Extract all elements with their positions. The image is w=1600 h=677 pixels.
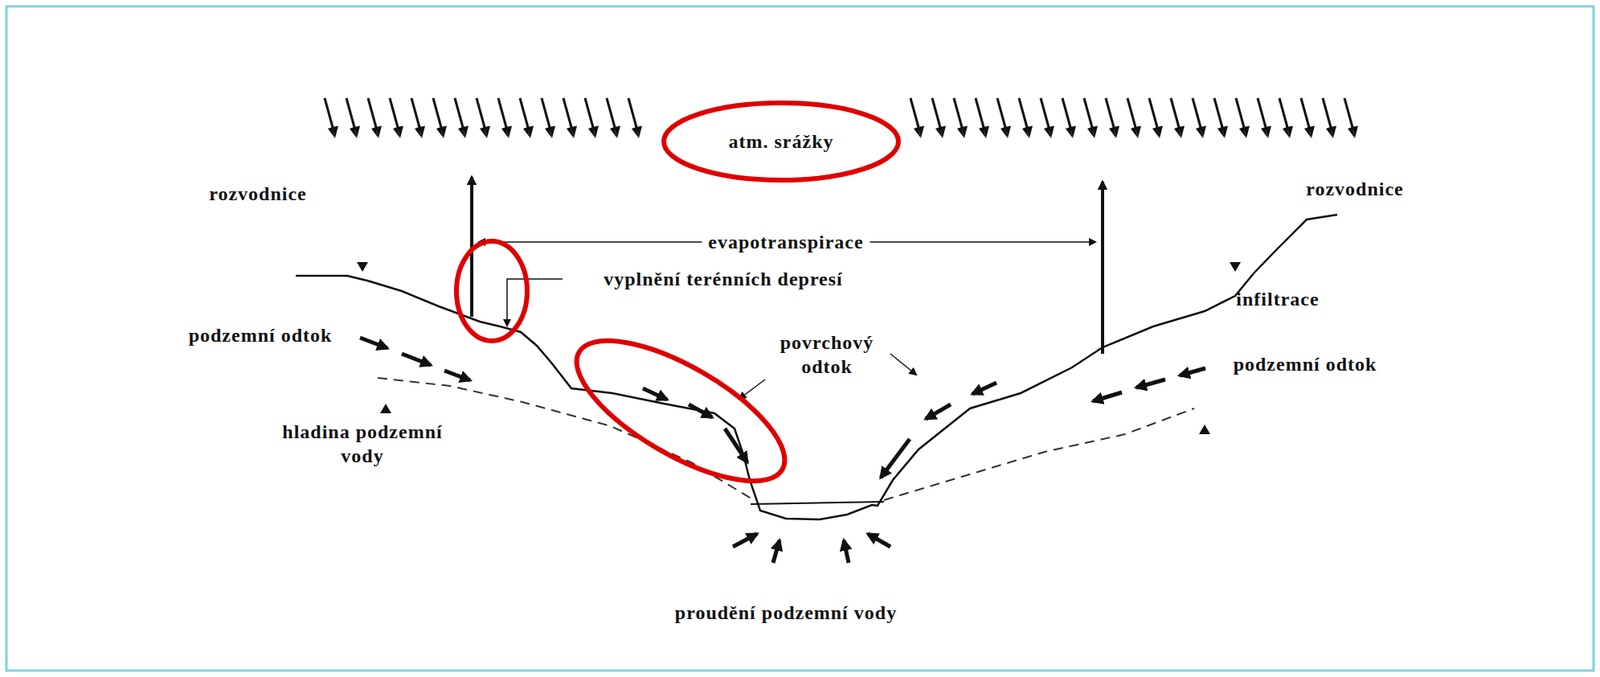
evapo-span: [1060, 241, 1096, 243]
diagram-label: evapotranspirace: [701, 229, 870, 254]
diagram-label: vyplnění terénních depresí: [603, 266, 843, 291]
highlight-ellipse: [456, 241, 528, 341]
terrain-line: [295, 214, 1338, 520]
river-surface: [750, 501, 884, 504]
highlight-ellipse: [556, 313, 805, 508]
runoff-leader: [890, 353, 917, 375]
diagram-label: podzemní odtok: [188, 323, 333, 348]
level-mark: [1198, 424, 1211, 434]
diagram-label: hladina podzemní vody: [278, 419, 447, 468]
evapo-arrow: [1100, 181, 1105, 354]
diagram-label: povrchový odtok: [770, 330, 884, 379]
rain-arrows: [906, 94, 1363, 144]
frame: [6, 6, 1594, 671]
diagram-label: proudění podzemní vody: [675, 600, 897, 625]
highlight-ellipse-node: atm. srážky: [660, 99, 902, 184]
diagram-label: podzemní odtok: [1233, 351, 1378, 377]
rain-arrows: [321, 94, 647, 144]
level-mark: [356, 261, 369, 272]
runoff-leader: [739, 379, 766, 399]
level-mark: [1229, 261, 1241, 272]
groundwater-table: [883, 408, 1195, 500]
diagram-label: infiltrace: [1235, 286, 1319, 311]
diagram-label: rozvodnice: [208, 181, 307, 206]
diagram-label: rozvodnice: [1305, 176, 1404, 201]
node-text: atm. srážky: [728, 130, 835, 153]
level-mark: [380, 403, 392, 414]
depression-leader: [507, 278, 563, 326]
